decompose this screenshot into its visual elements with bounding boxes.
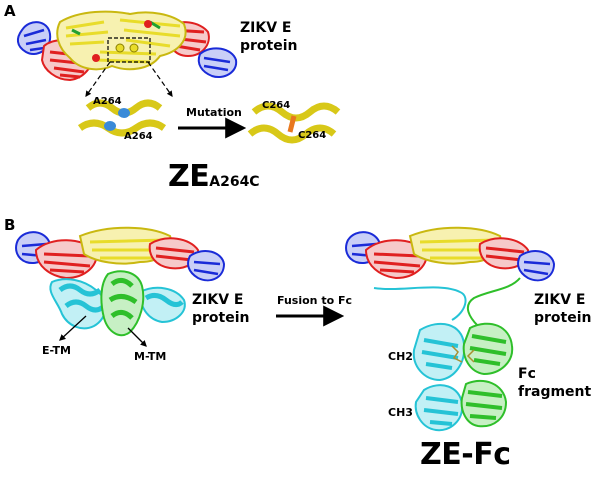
left-protein-label-line1: ZIKV E (192, 292, 244, 308)
b-right-blue-domain-2 (517, 249, 556, 282)
right-protein-label-line1: ZIKV E (534, 292, 586, 308)
etm-label: E-TM (42, 344, 71, 357)
m-tm-green-region (100, 270, 145, 337)
left-protein-label-line2: protein (192, 310, 250, 326)
right-protein-label-line2: protein (534, 310, 592, 326)
glycan-sticks (451, 345, 475, 363)
mtm-label: M-TM (134, 350, 167, 363)
linker-cyan (373, 286, 467, 321)
residue-after-top: C264 (262, 100, 291, 111)
dimer-a-right-blue-domain (197, 47, 238, 78)
c264-disulfide-bond (287, 115, 297, 133)
panel-a-dimer-structure (16, 10, 238, 97)
construct-ze-fc: ZE-Fc (420, 437, 511, 472)
panel-a-letter: A (4, 2, 16, 20)
a264-site-top (118, 108, 130, 118)
residue-before-bottom: A264 (124, 131, 153, 142)
fc-label-line1: Fc (518, 366, 536, 382)
zoom-line-left (85, 61, 111, 97)
construct-main: ZE (168, 159, 210, 194)
zoom-line-right (147, 61, 173, 97)
zoom-box (107, 37, 151, 63)
panel-a-protein-label-line1: ZIKV E (240, 20, 292, 36)
construct-sub: A264C (209, 174, 260, 190)
dimer-a-yellow-domains (56, 10, 187, 71)
mutation-label: Mutation (186, 106, 242, 119)
b-left-blue-domain-2 (187, 249, 226, 282)
residue-before-top: A264 (93, 96, 122, 107)
arrow-to-mtm (127, 327, 147, 347)
residue-after-bottom: C264 (298, 130, 327, 141)
fc-ch2-cyan (412, 322, 466, 382)
panel-a-protein-label-line2: protein (240, 38, 298, 54)
panel-b-left-structure (15, 226, 226, 347)
panel-b-letter: B (4, 216, 16, 234)
helices-after-mutation (247, 102, 341, 144)
ch3-label: CH3 (388, 406, 413, 419)
arrow-to-etm (59, 315, 87, 341)
a264-site-bottom (104, 121, 116, 131)
panel-b-right-structure (345, 226, 556, 432)
helices-before-mutation (77, 99, 167, 137)
ch2-label: CH2 (388, 350, 413, 363)
fc-label-line2: fragment (518, 384, 592, 400)
construct-ze-a264c: ZEA264C (168, 162, 260, 192)
linker-green (466, 277, 521, 327)
fusion-label: Fusion to Fc (277, 294, 353, 307)
